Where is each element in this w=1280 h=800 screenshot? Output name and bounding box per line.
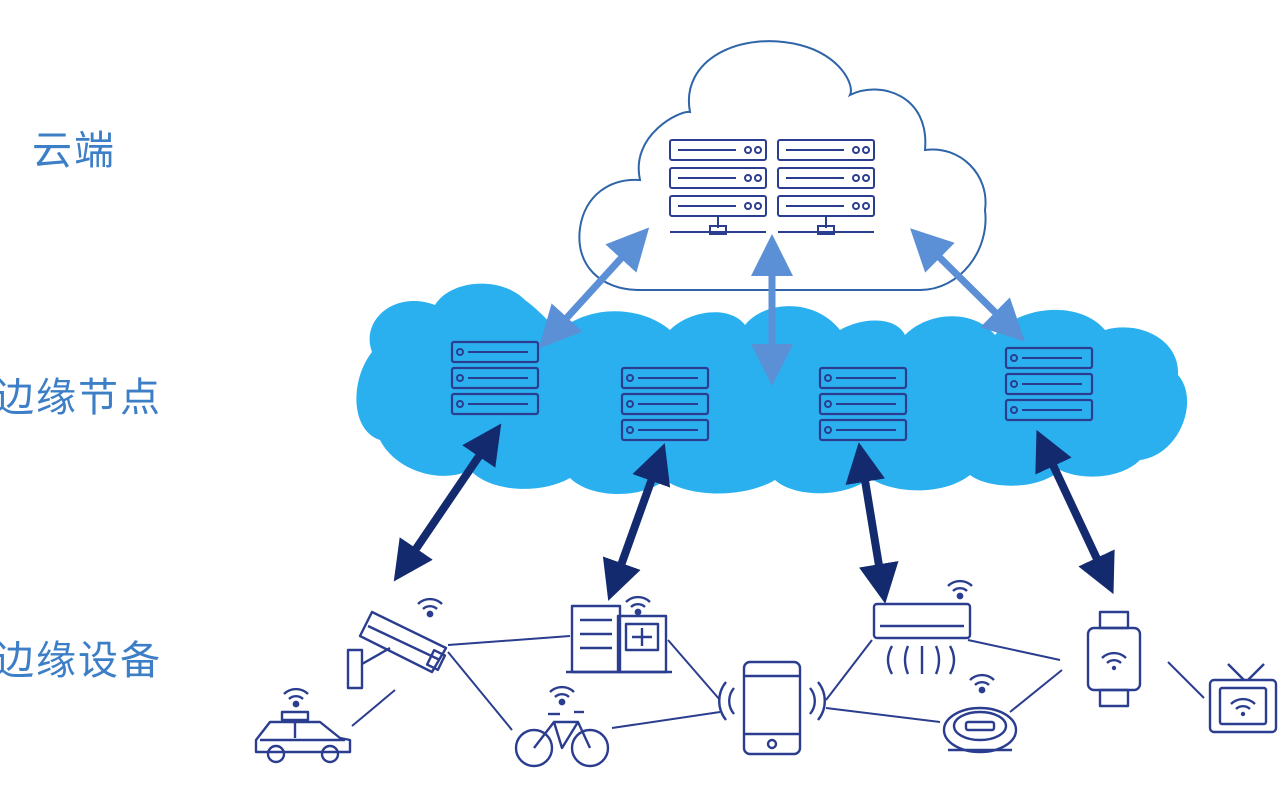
- tier-label-cloud: 云端: [32, 128, 116, 174]
- security-camera-icon: [346, 597, 448, 690]
- cloud-outline: [578, 40, 987, 291]
- bidirectional-arrow: [538, 227, 650, 349]
- factory-building-icon: [566, 595, 672, 674]
- bidirectional-arrow: [845, 442, 899, 604]
- smartwatch-icon: [1086, 610, 1142, 708]
- television-icon: [1208, 663, 1278, 734]
- tier-label-edge-node: 边缘节点: [0, 375, 162, 421]
- device-network-lines: [351, 635, 1205, 731]
- tier-label-edge-device: 边缘设备: [0, 638, 162, 684]
- cloud-links: [538, 227, 1025, 386]
- smartphone-icon: [718, 660, 826, 756]
- bicycle-icon: [514, 685, 610, 768]
- bidirectional-arrow: [602, 443, 671, 601]
- air-conditioner-icon: [872, 579, 974, 675]
- bidirectional-arrow: [1035, 429, 1115, 595]
- bidirectional-arrow: [393, 423, 502, 582]
- bidirectional-arrow: [910, 228, 1025, 342]
- edge-devices: [254, 579, 1278, 768]
- device-links: [393, 423, 1115, 604]
- taxi-icon: [254, 687, 352, 764]
- robot-vacuum-icon: [942, 673, 1018, 754]
